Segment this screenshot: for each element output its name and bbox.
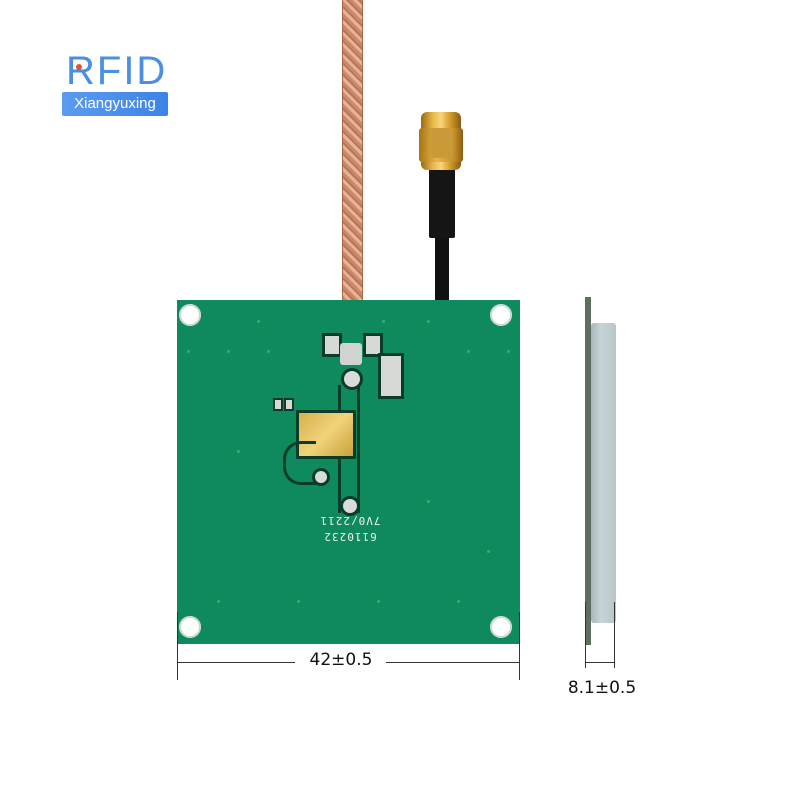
width-dimension-label: 42±0.5 <box>309 650 373 670</box>
via <box>297 600 300 603</box>
via <box>467 350 470 353</box>
feed-via <box>341 368 363 390</box>
logo-subtitle: Xiangyuxing <box>62 92 168 116</box>
side-view-pcb <box>585 297 591 645</box>
dimension-line-width-right <box>386 662 519 663</box>
dimension-line-left <box>177 612 178 680</box>
smd-component <box>273 398 283 411</box>
mount-hole-top-left <box>179 304 201 326</box>
via <box>187 350 190 353</box>
logo-rfid-text: RFID <box>66 49 168 93</box>
via <box>487 550 490 553</box>
via <box>227 350 230 353</box>
coax-cable <box>342 0 363 345</box>
via <box>257 320 260 323</box>
smd-component <box>284 398 294 411</box>
cable-strain-relief <box>429 168 455 238</box>
via <box>237 450 240 453</box>
via <box>427 500 430 503</box>
solder-pad-left <box>322 333 342 357</box>
thickness-line <box>585 662 615 663</box>
via <box>382 320 385 323</box>
coax-termination <box>340 343 362 365</box>
via <box>267 350 270 353</box>
side-view-ceramic-patch <box>591 323 616 623</box>
brand-logo: RFID Xiangyuxing <box>62 49 168 118</box>
thickness-line-left <box>585 602 586 668</box>
pcb-marking: 6110232 7V0/2211 <box>319 514 381 543</box>
mount-hole-bottom-right <box>490 616 512 638</box>
solder-pad-ground <box>378 353 404 399</box>
via <box>377 600 380 603</box>
logo-dot-icon <box>76 64 82 70</box>
mount-hole-top-right <box>490 304 512 326</box>
black-cable <box>435 235 449 301</box>
feed-trace <box>357 385 360 513</box>
mount-hole-bottom-left <box>179 616 201 638</box>
dimension-line-right <box>519 612 520 680</box>
resistor-via <box>312 468 330 486</box>
via <box>507 350 510 353</box>
via <box>457 600 460 603</box>
via <box>427 320 430 323</box>
via <box>217 600 220 603</box>
sma-connector-face <box>431 128 453 158</box>
solder-pad-right <box>363 333 383 357</box>
ground-trace-loop <box>283 441 316 485</box>
ground-via <box>340 496 360 516</box>
thickness-dimension-label: 8.1±0.5 <box>567 678 637 698</box>
thickness-line-right <box>614 602 615 668</box>
dimension-line-width-left <box>177 662 295 663</box>
